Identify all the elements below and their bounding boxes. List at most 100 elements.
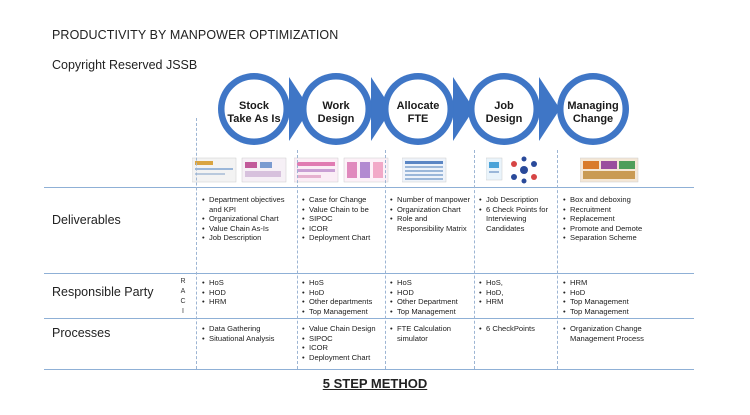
bullet-list: Case for ChangeValue Chain to beSIPOCICO… xyxy=(302,195,384,243)
cell-responsible-step3: HoSHODOther DepartmentTop Management xyxy=(390,278,472,316)
step-label-4-line1: Job xyxy=(494,100,514,112)
cell-deliverables-step2: Case for ChangeValue Chain to beSIPOCICO… xyxy=(302,195,384,243)
step-label-1: Stock Take As Is xyxy=(214,100,294,126)
raci-a: A xyxy=(180,288,186,295)
grid-line-deliverables xyxy=(44,273,694,274)
bullet-item: Value Chain Design xyxy=(302,324,384,334)
bullet-list: HoSHODOther DepartmentTop Management xyxy=(390,278,472,316)
bullet-item: HOD xyxy=(202,288,295,298)
bullet-list: Number of manpowerOrganization ChartRole… xyxy=(390,195,472,233)
step-label-5-line2: Change xyxy=(572,113,614,125)
bullet-item: HRM xyxy=(202,297,295,307)
step-label-2-line1: Work xyxy=(322,100,350,112)
bullet-item: Recruitment xyxy=(563,205,645,215)
cell-deliverables-step1: Department objectives and KPIOrganizatio… xyxy=(202,195,295,243)
bullet-item: Role and Responsibility Matrix xyxy=(390,214,472,233)
bullet-item: Other departments xyxy=(302,297,384,307)
bullet-item: Top Management xyxy=(563,297,645,307)
step-label-1-line1: Stock xyxy=(239,100,269,112)
cell-processes-step4: 6 CheckPoints xyxy=(479,324,557,334)
bullet-item: Top Management xyxy=(390,307,472,317)
bullet-item: HOD xyxy=(390,288,472,298)
grid-line-top xyxy=(44,187,694,188)
grid-line-bottom xyxy=(44,369,694,370)
page-title: PRODUCTIVITY BY MANPOWER OPTIMIZATION xyxy=(52,28,339,42)
row-label-deliverables: Deliverables xyxy=(52,213,121,227)
bullet-item: Top Management xyxy=(302,307,384,317)
bullet-list: HoSHODHRM xyxy=(202,278,295,307)
bullet-list: Department objectives and KPIOrganizatio… xyxy=(202,195,295,243)
step-label-1-line2: Take As Is xyxy=(227,113,281,125)
step-label-3: Allocate FTE xyxy=(378,100,458,126)
cell-deliverables-step3: Number of manpowerOrganization ChartRole… xyxy=(390,195,472,233)
cell-processes-step3: FTE Calculation simulator xyxy=(390,324,472,343)
bullet-item: ICOR xyxy=(302,343,384,353)
bullet-item: Organizational Chart xyxy=(202,214,295,224)
step-circle-2 xyxy=(300,73,392,145)
column-divider-2 xyxy=(297,150,298,369)
bullet-item: 6 CheckPoints xyxy=(479,324,557,334)
step-label-3-line1: Allocate xyxy=(396,100,440,112)
grid-line-responsible xyxy=(44,318,694,319)
cell-processes-step5: Organization Change Management Process xyxy=(563,324,658,343)
bullet-item: HRM xyxy=(563,278,645,288)
bullet-item: HRM xyxy=(479,297,557,307)
raci-c: C xyxy=(180,298,186,305)
bullet-item: SIPOC xyxy=(302,214,384,224)
bullet-item: Department objectives and KPI xyxy=(202,195,295,214)
bullet-item: Separation Scheme xyxy=(563,233,645,243)
row-label-processes: Processes xyxy=(52,326,111,340)
bullet-item: Number of manpower xyxy=(390,195,472,205)
cell-deliverables-step4: Job Description6 Check Points for Interv… xyxy=(479,195,557,233)
footer-method-title: 5 STEP METHOD xyxy=(322,376,428,391)
step-label-4-line2: Design xyxy=(485,113,523,125)
step-label-3-line2: FTE xyxy=(407,113,429,125)
bullet-list: HoS,HoD,HRM xyxy=(479,278,557,307)
thumbnail-work-design xyxy=(294,157,389,183)
bullet-list: HoSHoDOther departmentsTop Management xyxy=(302,278,384,316)
cell-responsible-step2: HoSHoDOther departmentsTop Management xyxy=(302,278,384,316)
step-flow-diagram xyxy=(218,73,629,145)
bullet-item: Case for Change xyxy=(302,195,384,205)
raci-i: I xyxy=(182,308,184,315)
cell-responsible-step1: HoSHODHRM xyxy=(202,278,295,307)
bullet-item: Other Department xyxy=(390,297,472,307)
step-label-5-line1: Managing xyxy=(567,100,619,112)
bullet-item: Deployment Chart xyxy=(302,353,384,363)
thumbnail-managing-change xyxy=(580,157,639,183)
bullet-item: FTE Calculation simulator xyxy=(390,324,472,343)
cell-responsible-step5: HRMHoDTop ManagementTop Management xyxy=(563,278,645,316)
step-label-4: Job Design xyxy=(464,100,544,126)
bullet-item: Top Management xyxy=(563,307,645,317)
bullet-item: Data Gathering xyxy=(202,324,295,334)
bullet-item: Value Chain As-Is xyxy=(202,224,295,234)
column-divider-3 xyxy=(385,150,386,369)
column-divider-1 xyxy=(196,118,197,369)
bullet-item: Organization Chart xyxy=(390,205,472,215)
bullet-list: Data GatheringSituational Analysis xyxy=(202,324,295,343)
step-circle-3 xyxy=(382,73,474,145)
bullet-item: Box and deboxing xyxy=(563,195,645,205)
bullet-item: Value Chain to be xyxy=(302,205,384,215)
column-divider-4 xyxy=(474,150,475,369)
bullet-item: HoD xyxy=(563,288,645,298)
row-label-responsible-party: Responsible Party xyxy=(52,285,154,299)
step-circle-4 xyxy=(468,73,560,145)
bullet-item: HoD xyxy=(302,288,384,298)
step-label-2-line2: Design xyxy=(317,113,355,125)
copyright-text: Copyright Reserved JSSB xyxy=(52,58,198,72)
cell-processes-step2: Value Chain DesignSIPOCICORDeployment Ch… xyxy=(302,324,384,362)
bullet-item: HoS, xyxy=(479,278,557,288)
column-divider-5 xyxy=(557,150,558,369)
cell-processes-step1: Data GatheringSituational Analysis xyxy=(202,324,295,343)
thumbnail-stock-take xyxy=(192,157,287,183)
bullet-item: HoS xyxy=(390,278,472,288)
bullet-item: Job Description xyxy=(479,195,557,205)
bullet-item: Job Description xyxy=(202,233,295,243)
cell-responsible-step4: HoS,HoD,HRM xyxy=(479,278,557,307)
thumbnail-allocate-fte xyxy=(402,157,447,183)
step-label-5: Managing Change xyxy=(553,100,633,126)
bullet-list: Box and deboxingRecruitmentReplacementPr… xyxy=(563,195,645,243)
thumbnail-job-design xyxy=(486,156,537,184)
bullet-list: HRMHoDTop ManagementTop Management xyxy=(563,278,645,316)
